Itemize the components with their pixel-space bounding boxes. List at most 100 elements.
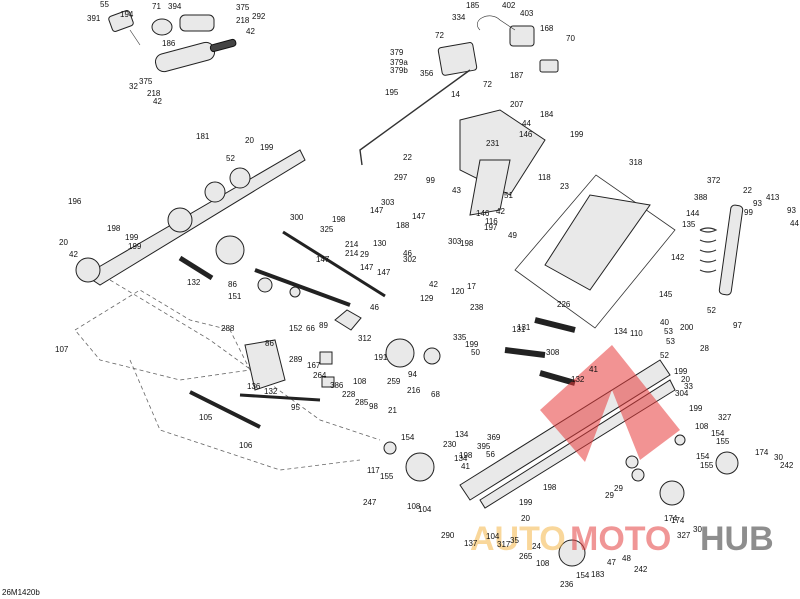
part-callout: 108 — [695, 422, 709, 431]
part-callout: 120 — [451, 287, 465, 296]
part-callout: 154 — [401, 433, 415, 442]
part-callout: 155 — [380, 472, 394, 481]
part-callout: 194 — [120, 10, 134, 19]
watermark-part1: AUTO — [470, 520, 566, 558]
part-callout: 198 — [460, 239, 474, 248]
part-callout: 152 — [289, 324, 303, 333]
part-callout: 53 — [666, 337, 675, 346]
part-callout: 104 — [418, 505, 432, 514]
part-callout: 147 — [377, 268, 391, 277]
part-callout: 132 — [264, 387, 278, 396]
part-callout: 259 — [387, 377, 401, 386]
part-callout: 218 — [147, 89, 161, 98]
part-callout: 52 — [707, 306, 716, 315]
rear-shock — [699, 204, 744, 296]
part-callout: 265 — [519, 552, 533, 561]
part-callout: 51 — [504, 191, 513, 200]
part-callout: 155 — [700, 461, 714, 470]
part-callout: 41 — [589, 365, 598, 374]
part-callout: 132 — [571, 375, 585, 384]
part-callout: 199 — [125, 233, 139, 242]
part-callout: 289 — [289, 355, 303, 364]
part-callout: 130 — [373, 239, 387, 248]
part-callout: 42 — [246, 27, 255, 36]
part-callout: 375 — [139, 77, 153, 86]
part-callout: 185 — [466, 1, 480, 10]
part-callout: 107 — [55, 345, 69, 354]
part-callout: 43 — [452, 186, 461, 195]
part-callout: 327 — [677, 531, 691, 540]
part-callout: 48 — [622, 554, 631, 563]
part-callout: 199 — [465, 340, 479, 349]
part-callout: 218 — [236, 16, 250, 25]
part-callout: 135 — [682, 220, 696, 229]
part-callout: 93 — [753, 199, 762, 208]
part-callout: 108 — [407, 502, 421, 511]
part-callout: 199 — [128, 242, 142, 251]
part-callout: 230 — [443, 440, 457, 449]
part-callout: 147 — [316, 255, 330, 264]
part-callout: 20 — [245, 136, 254, 145]
part-callout: 23 — [560, 182, 569, 191]
part-callout: 137 — [464, 539, 478, 548]
part-callout: 312 — [358, 334, 372, 343]
part-callout: 207 — [510, 100, 524, 109]
front-arm — [459, 109, 546, 216]
part-callout: 144 — [686, 209, 700, 218]
part-callout: 200 — [680, 323, 694, 332]
part-callout: 72 — [435, 31, 444, 40]
center-bracket — [244, 339, 335, 391]
part-callout: 30 — [774, 453, 783, 462]
part-callout: 29 — [614, 484, 623, 493]
part-callout: 147 — [360, 263, 374, 272]
part-callout: 199 — [674, 367, 688, 376]
part-callout: 379 — [390, 48, 404, 57]
part-callout: 30 — [693, 525, 702, 534]
part-callout: 402 — [502, 1, 516, 10]
part-callout: 198 — [107, 224, 121, 233]
part-callout: 199 — [689, 404, 703, 413]
part-callout: 50 — [471, 348, 480, 357]
part-callout: 199 — [519, 498, 533, 507]
part-callout: 47 — [607, 558, 616, 567]
part-callout: 132 — [187, 278, 201, 287]
part-callout: 394 — [168, 2, 182, 11]
part-callout: 52 — [660, 351, 669, 360]
part-callout: 198 — [543, 483, 557, 492]
part-callout: 285 — [355, 398, 369, 407]
part-callout: 105 — [199, 413, 213, 422]
part-callout: 49 — [508, 231, 517, 240]
part-callout: 131 — [517, 323, 531, 332]
part-callout: 198 — [332, 215, 346, 224]
part-callout: 302 — [403, 255, 417, 264]
part-callout: 146 — [519, 130, 533, 139]
part-callout: 290 — [441, 531, 455, 540]
part-callout: 327 — [718, 413, 732, 422]
part-callout: 395 — [477, 442, 491, 451]
part-callout: 151 — [228, 292, 242, 301]
part-callout: 264 — [313, 371, 327, 380]
part-callout: 14 — [451, 90, 460, 99]
part-callout: 24 — [532, 542, 541, 551]
part-callout: 154 — [696, 452, 710, 461]
part-callout: 242 — [634, 565, 648, 574]
part-callout: 21 — [388, 406, 397, 415]
part-callout: 292 — [252, 12, 266, 21]
part-callout: 129 — [420, 294, 434, 303]
part-callout: 46 — [403, 249, 412, 258]
part-callout: 168 — [540, 24, 554, 33]
part-callout: 35 — [510, 536, 519, 545]
part-callout: 108 — [536, 559, 550, 568]
part-callout: 184 — [540, 110, 554, 119]
part-callout: 44 — [522, 119, 531, 128]
part-callout: 55 — [100, 0, 109, 9]
front-rail — [75, 149, 306, 286]
part-callout: 214 — [345, 240, 359, 249]
part-callout: 231 — [486, 139, 500, 148]
shock-assembly — [108, 10, 237, 73]
part-callout: 42 — [429, 280, 438, 289]
part-callout: 99 — [744, 208, 753, 217]
part-callout: 242 — [780, 461, 794, 470]
